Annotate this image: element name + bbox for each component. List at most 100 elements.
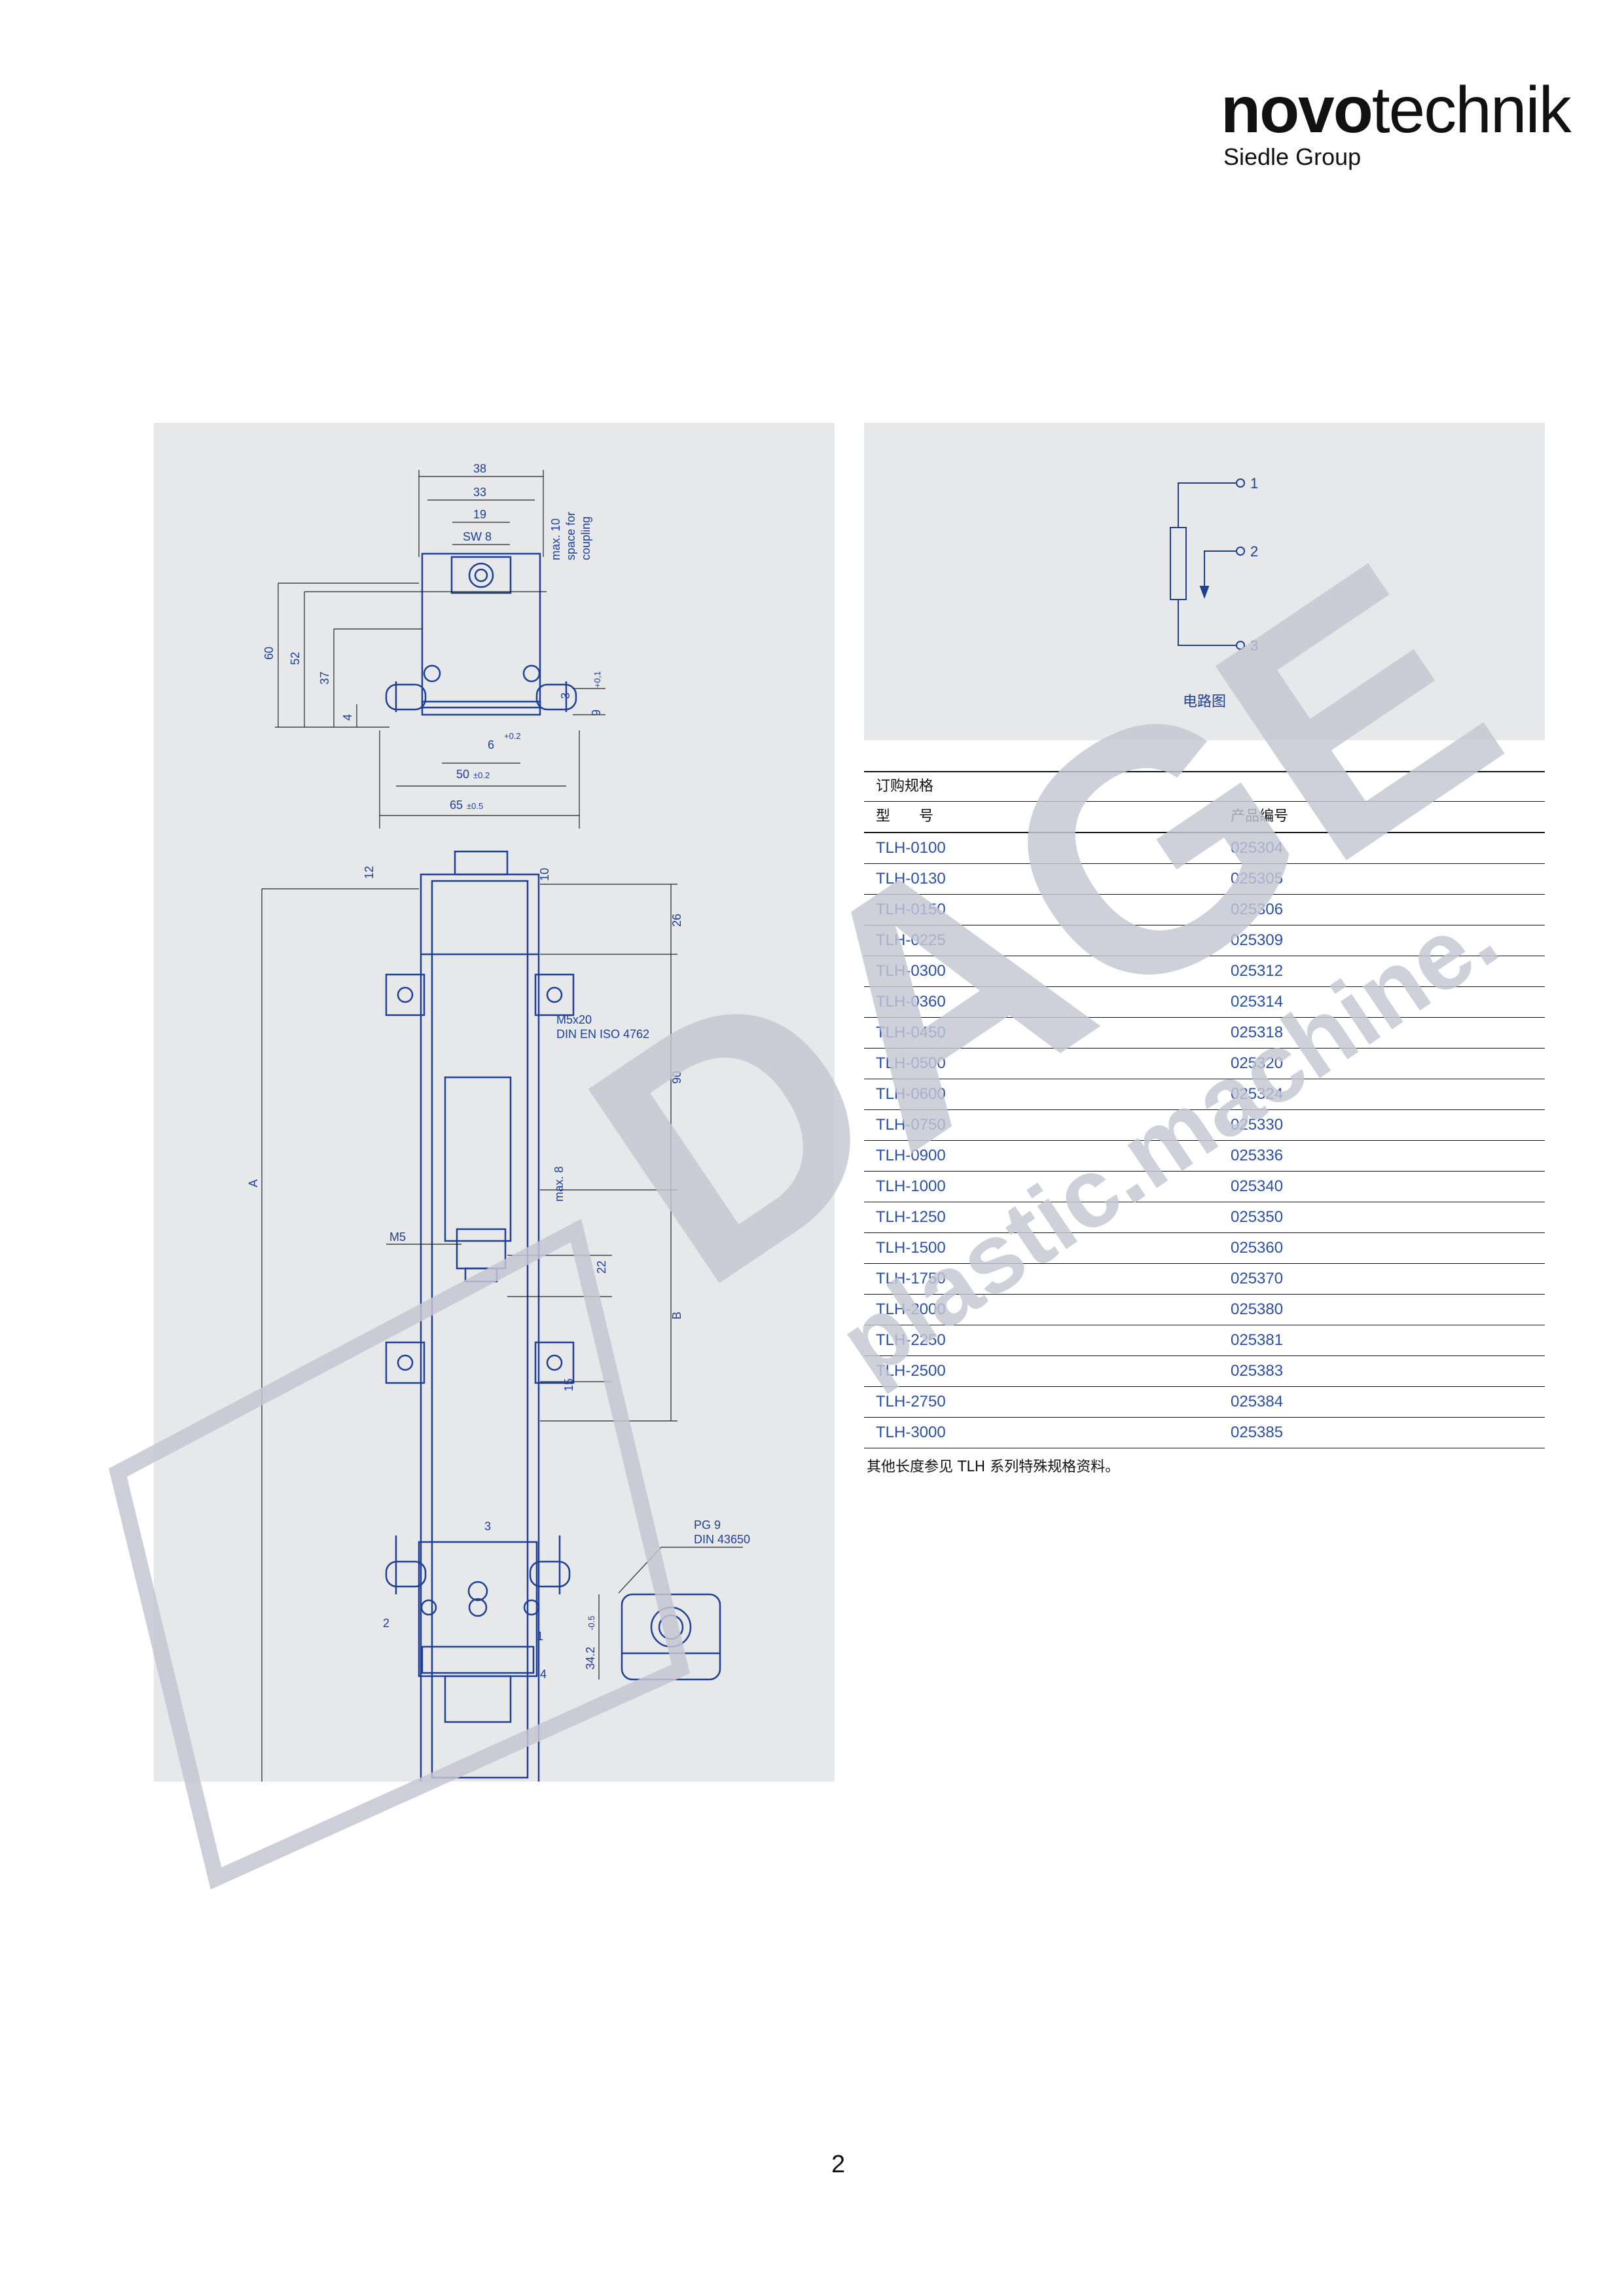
brand-logo: novotechnik Siedle Group (1221, 73, 1572, 170)
order-header: 型 号 产品编号 (864, 801, 1545, 833)
brand-name: novotechnik (1221, 73, 1572, 147)
housing-side (420, 873, 540, 1782)
cell-part-number: 025340 (1231, 1177, 1284, 1195)
dimension-drawing-panel: 38 33 19 SW 8 max. 10 space for coupling… (154, 423, 835, 1782)
dim-34-2: 34.2 (584, 1647, 597, 1670)
cell-part-number: 025304 (1231, 839, 1284, 857)
brand-group: Siedle Group (1223, 143, 1362, 170)
table-row: TLH-0225 025309 (864, 925, 1545, 956)
dim-90: 90 (670, 1071, 683, 1084)
cell-part-number: 025380 (1231, 1300, 1284, 1318)
dim-a: A (247, 1179, 260, 1187)
cell-part-number: 025309 (1231, 931, 1284, 949)
label-pg9: PG 9 (694, 1518, 721, 1532)
page-number: 2 (831, 2151, 846, 2178)
cell-model: TLH-1000 (876, 1177, 946, 1195)
dim-50: 50 (456, 768, 469, 781)
cell-model: TLH-1250 (876, 1208, 946, 1226)
table-row: TLH-0100 025304 (864, 833, 1545, 864)
circuit-pin-3: 3 (1250, 637, 1258, 654)
cell-model: TLH-2750 (876, 1393, 946, 1410)
dim-15: 15 (562, 1378, 575, 1391)
cell-part-number: 025336 (1231, 1147, 1284, 1164)
cell-part-number: 025318 (1231, 1024, 1284, 1041)
cell-part-number: 025324 (1231, 1085, 1284, 1103)
housing-top (421, 552, 541, 709)
circuit-caption: 电路图 (1182, 694, 1226, 710)
cell-part-number: 025314 (1231, 993, 1284, 1011)
tol-01: +0,1 (592, 671, 602, 688)
cell-model: TLH-0900 (876, 1147, 946, 1164)
table-row: TLH-0130 025305 (864, 864, 1545, 895)
dim-9: 9 (590, 709, 603, 716)
cell-model: TLH-3000 (876, 1424, 946, 1441)
cell-part-number: 025384 (1231, 1393, 1284, 1410)
housing-bottom (418, 1541, 538, 1677)
cell-model: TLH-0130 (876, 870, 946, 888)
cell-model: TLH-2000 (876, 1300, 946, 1318)
dim-max-8: max. 8 (552, 1166, 566, 1202)
table-row: TLH-1500 025360 (864, 1233, 1545, 1264)
dim-sw8: SW 8 (463, 530, 492, 543)
tol-65: ±0.5 (467, 801, 483, 811)
cell-model: TLH-0450 (876, 1024, 946, 1041)
cell-part-number: 025350 (1231, 1208, 1284, 1226)
dim-12: 12 (363, 866, 376, 879)
label-din-43650: DIN 43650 (694, 1533, 750, 1546)
table-row: TLH-2750 025384 (864, 1387, 1545, 1418)
pin-label-1: 1 (537, 1630, 543, 1643)
dim-3: 3 (559, 692, 572, 699)
cell-model: TLH-1500 (876, 1239, 946, 1257)
cell-part-number: 025306 (1231, 901, 1284, 918)
dim-65: 65 (450, 798, 463, 812)
cell-model: TLH-0100 (876, 839, 946, 857)
pin-label-3: 3 (484, 1520, 491, 1533)
cell-part-number: 025370 (1231, 1270, 1284, 1287)
dim-space-2: space for (564, 512, 577, 560)
potentiometer-symbol (1170, 527, 1187, 600)
dimension-lines (261, 470, 743, 1782)
cell-model: TLH-2500 (876, 1362, 946, 1380)
cell-part-number: 025383 (1231, 1362, 1284, 1380)
dimension-texts: 38 33 19 SW 8 max. 10 space for coupling… (247, 462, 750, 1681)
tol-02: +0.2 (504, 731, 521, 741)
circuit-lines (1170, 478, 1245, 650)
dim-b: B (670, 1312, 683, 1319)
table-row: TLH-1250 025350 (864, 1202, 1545, 1233)
cell-part-number: 025385 (1231, 1424, 1284, 1441)
circuit-pin-2: 2 (1250, 543, 1258, 560)
order-title: 订购规格 (864, 771, 1545, 801)
cell-model: TLH-0150 (876, 901, 946, 918)
cell-model: TLH-0225 (876, 931, 946, 949)
dim-33: 33 (473, 486, 486, 499)
cell-part-number: 025312 (1231, 962, 1284, 980)
cell-part-number: 025360 (1231, 1239, 1284, 1257)
cell-model: TLH-0360 (876, 993, 946, 1011)
dimension-drawing: 38 33 19 SW 8 max. 10 space for coupling… (247, 462, 750, 1782)
circuit-diagram: 1 2 3 (1170, 475, 1258, 654)
col-part-number: 产品编号 (1231, 808, 1289, 825)
circuit-pin-labels: 1 2 3 (1250, 475, 1258, 654)
cell-model: TLH-1750 (876, 1270, 946, 1287)
table-row: TLH-3000 025385 (864, 1418, 1545, 1448)
label-m5x20: M5x20 (556, 1013, 592, 1026)
table-row: TLH-1750 025370 (864, 1264, 1545, 1295)
dim-space-1: max. 10 (549, 518, 562, 560)
cell-part-number: 025305 (1231, 870, 1284, 888)
col-model: 型 号 (876, 808, 934, 825)
dim-10: 10 (538, 868, 551, 881)
dim-22: 22 (595, 1261, 608, 1274)
label-m5: M5 (389, 1230, 406, 1244)
table-row: TLH-2000 025380 (864, 1295, 1545, 1325)
pin-label-4: 4 (540, 1668, 547, 1681)
cell-model: TLH-2250 (876, 1331, 946, 1349)
dim-6: 6 (488, 738, 494, 751)
cell-part-number: 025320 (1231, 1054, 1284, 1072)
tol-50: ±0.2 (473, 770, 490, 780)
circuit-diagram-panel: 1 2 3 电路图 (864, 423, 1545, 740)
dim-4: 4 (341, 714, 354, 721)
